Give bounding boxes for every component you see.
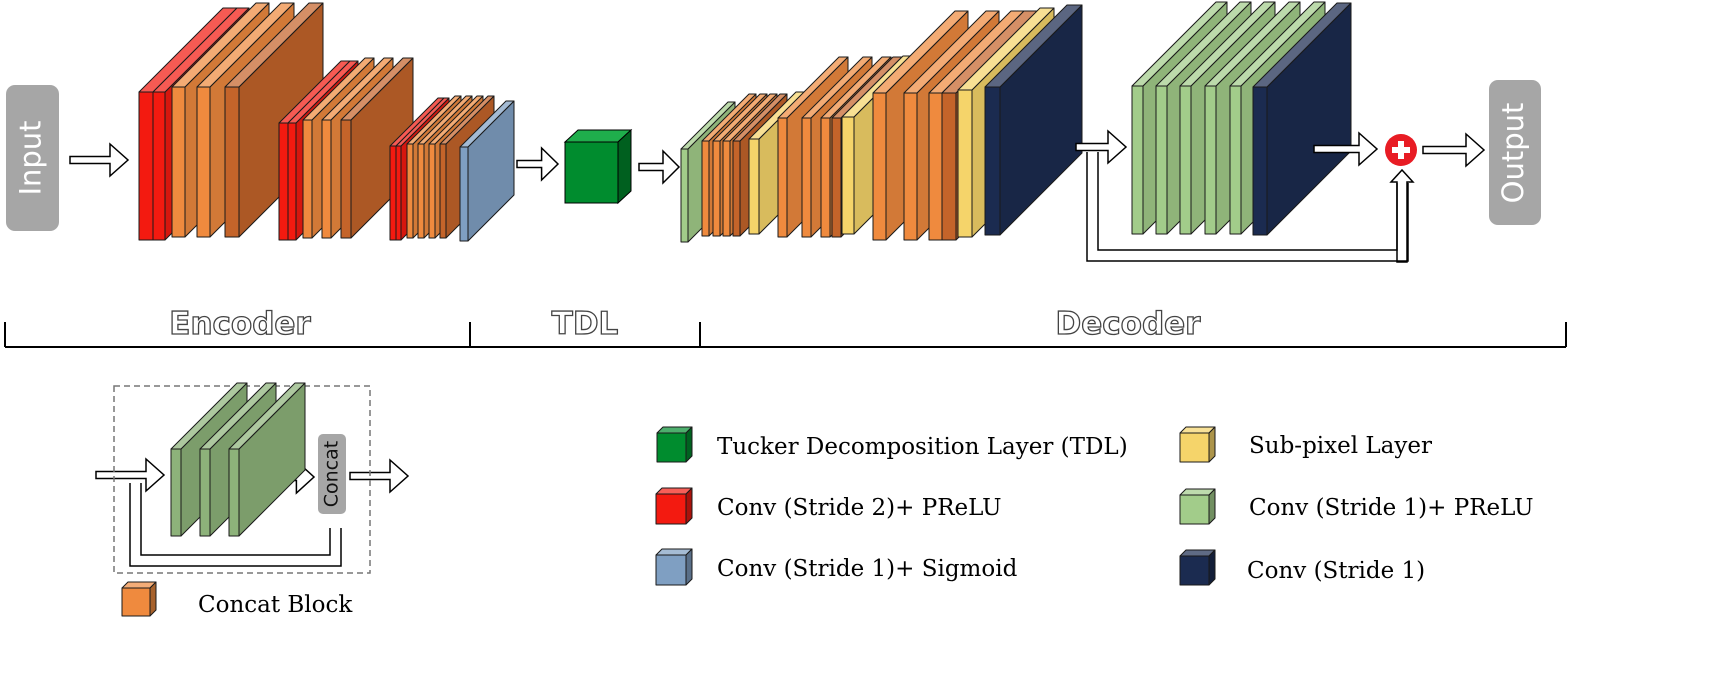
concat-skip-connection (129, 483, 342, 567)
hollow-right-arrow-icon (1313, 131, 1379, 167)
concat-box (318, 434, 346, 514)
legend-cube-conv-s1-sigmoid (655, 548, 693, 586)
concat-block-layers (170, 382, 306, 537)
legend-cube-subpixel (1179, 426, 1216, 463)
legend-label-subpixel: Sub-pixel Layer (1249, 433, 1432, 459)
legend-cube-tdl (656, 426, 693, 463)
section-label-encoder: Encoder (169, 306, 311, 342)
hollow-right-arrow-icon (349, 458, 410, 494)
hollow-right-arrow-icon (1075, 129, 1128, 165)
layer-stack-group (138, 1, 1352, 243)
layer-slab (459, 100, 515, 242)
concat-block-frame (113, 385, 371, 574)
input-box (6, 85, 59, 231)
layer-slab (224, 2, 324, 238)
legend-label-conv-s1-prelu: Conv (Stride 1)+ PReLU (1249, 495, 1534, 521)
tdl-cube (563, 128, 633, 205)
hollow-right-arrow-icon (1422, 132, 1486, 168)
section-label-tdl: TDL (552, 306, 619, 342)
output-label: Output (1496, 103, 1530, 204)
legend-label-conv-s1: Conv (Stride 1) (1247, 558, 1425, 584)
layer-slab (1252, 2, 1352, 236)
legend-cube-conv-s2-prelu (655, 487, 693, 525)
hollow-right-arrow-icon (516, 146, 560, 182)
legend-label-tdl: Tucker Decomposition Layer (TDL) (717, 434, 1128, 460)
legend-label-conv-s2-prelu: Conv (Stride 2)+ PReLU (717, 495, 1002, 521)
section-bracket (4, 322, 1567, 348)
decoder-skip-connection (1086, 152, 1409, 262)
legend-label-conv-s1-sigmoid: Conv (Stride 1)+ Sigmoid (717, 556, 1018, 582)
section-label-decoder: Decoder (1056, 306, 1202, 342)
output-box (1489, 80, 1541, 225)
legend-cube-concat-block (121, 581, 157, 617)
hollow-right-arrow-icon (69, 142, 130, 178)
hollow-right-arrow-icon (638, 149, 681, 185)
concat-label: Concat (321, 441, 343, 507)
layer-slab (984, 4, 1083, 236)
legend-cube-group (121, 426, 1216, 617)
plus-circle-icon (1385, 134, 1417, 166)
hollow-right-arrow-icon (95, 457, 166, 493)
hollow-up-arrow-icon (1389, 168, 1415, 263)
legend-cube-conv-s1-prelu (1179, 488, 1216, 525)
input-label: Input (14, 120, 48, 195)
layer-slab (228, 382, 306, 537)
legend-cube-conv-s1 (1179, 549, 1216, 586)
legend-label-concat-block: Concat Block (198, 592, 353, 618)
